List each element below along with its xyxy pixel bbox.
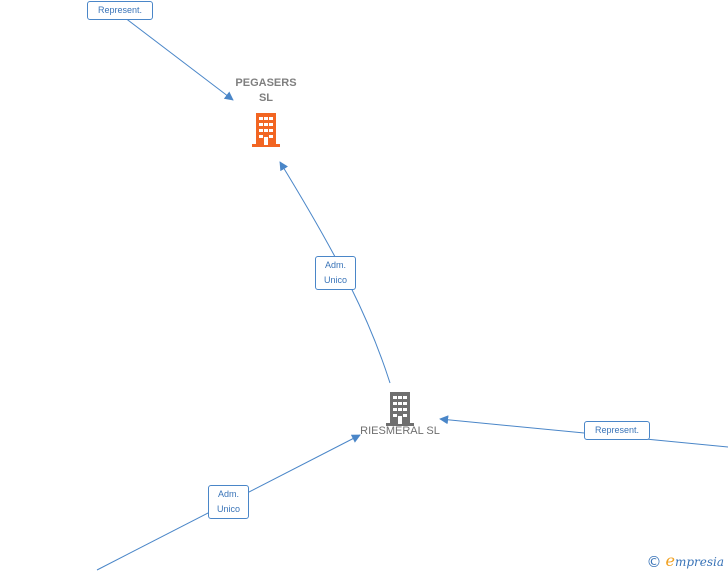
- edge-label-text: Represent.: [97, 5, 143, 15]
- edge-label-adm-unico-bottom[interactable]: Adm. Unico: [208, 485, 249, 519]
- edge-label-line1: Adm.: [217, 489, 239, 499]
- node-label-line1: PEGASERS: [235, 77, 297, 89]
- building-icon: [386, 392, 414, 426]
- node-label: RIESMERAL SL: [360, 425, 440, 437]
- edge-top-represent: [119, 13, 234, 101]
- building-icon: [252, 113, 280, 147]
- edge-label-line2: Unico: [216, 504, 240, 514]
- edge-label-adm-unico-pegasers[interactable]: Adm. Unico: [315, 256, 356, 290]
- node-pegasers[interactable]: PEGASERS SL: [226, 76, 306, 149]
- brand-first-letter: e: [665, 551, 675, 570]
- copyright-icon: ©: [646, 553, 662, 571]
- node-riesmeral[interactable]: RIESMERAL SL: [350, 390, 450, 439]
- node-label-line2: SL: [258, 92, 274, 104]
- edge-label-top-represent[interactable]: Represent.: [87, 1, 153, 20]
- edge-label-right-represent[interactable]: Represent.: [584, 421, 650, 440]
- edge-label-line2: Unico: [323, 275, 347, 285]
- edge-label-text: Represent.: [594, 425, 640, 435]
- brand-logo: ©empresia: [646, 551, 724, 571]
- brand-name: mpresia: [674, 555, 724, 569]
- edge-label-line1: Adm.: [324, 260, 346, 270]
